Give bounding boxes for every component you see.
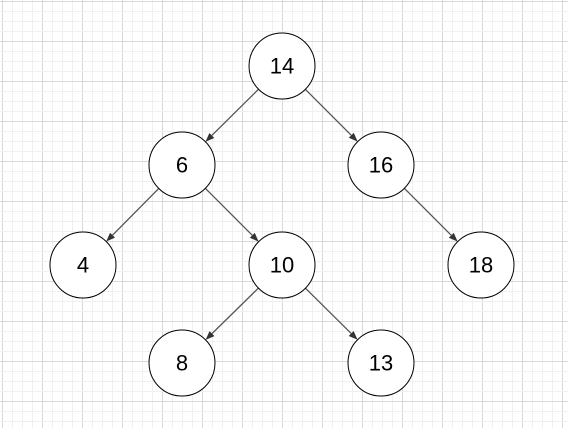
- node-label: 14: [270, 54, 294, 79]
- node-circle: [248, 231, 316, 299]
- edge-line: [403, 187, 452, 236]
- arrow-head-icon: [348, 132, 358, 142]
- edge-n14-n6: [205, 88, 260, 142]
- tree-edges: [106, 88, 458, 340]
- tree-node-13[interactable]: 13: [347, 329, 415, 397]
- arrow-head-icon: [106, 232, 116, 242]
- node-circle: [347, 131, 415, 199]
- edge-n6-n4: [106, 187, 160, 242]
- edge-line: [211, 287, 259, 335]
- tree-node-16[interactable]: 16: [347, 131, 415, 199]
- node-label: 6: [176, 153, 188, 178]
- arrow-head-icon: [205, 331, 215, 340]
- edge-line: [112, 187, 160, 236]
- tree-node-14[interactable]: 14: [248, 32, 316, 100]
- tree-node-6[interactable]: 6: [148, 131, 216, 199]
- node-label: 4: [77, 253, 89, 278]
- edge-line: [204, 187, 253, 236]
- edge-n10-n8: [205, 287, 259, 340]
- edge-line: [304, 287, 352, 334]
- arrow-head-icon: [205, 132, 215, 142]
- node-label: 18: [469, 253, 493, 278]
- node-label: 13: [369, 351, 393, 376]
- node-circle: [148, 131, 216, 199]
- node-label: 8: [176, 351, 188, 376]
- arrow-head-icon: [448, 232, 458, 242]
- edge-line: [304, 88, 352, 136]
- node-label: 10: [270, 253, 294, 278]
- tree-node-18[interactable]: 18: [447, 231, 515, 299]
- node-circle: [248, 32, 316, 100]
- edge-line: [211, 88, 260, 136]
- tree-nodes: 14 6 16 4 10 18 8 13: [49, 32, 515, 397]
- tree-node-10[interactable]: 10: [248, 231, 316, 299]
- edge-n14-n16: [304, 88, 358, 142]
- edge-n10-n13: [304, 287, 358, 340]
- arrow-head-icon: [348, 330, 358, 340]
- tree-node-4[interactable]: 4: [49, 231, 117, 299]
- node-circle: [347, 329, 415, 397]
- node-circle: [49, 231, 117, 299]
- node-label: 16: [369, 153, 393, 178]
- arrow-head-icon: [249, 232, 259, 242]
- edge-n6-n10: [204, 187, 259, 242]
- edge-n16-n18: [403, 187, 458, 242]
- node-circle: [148, 329, 216, 397]
- tree-node-8[interactable]: 8: [148, 329, 216, 397]
- node-circle: [447, 231, 515, 299]
